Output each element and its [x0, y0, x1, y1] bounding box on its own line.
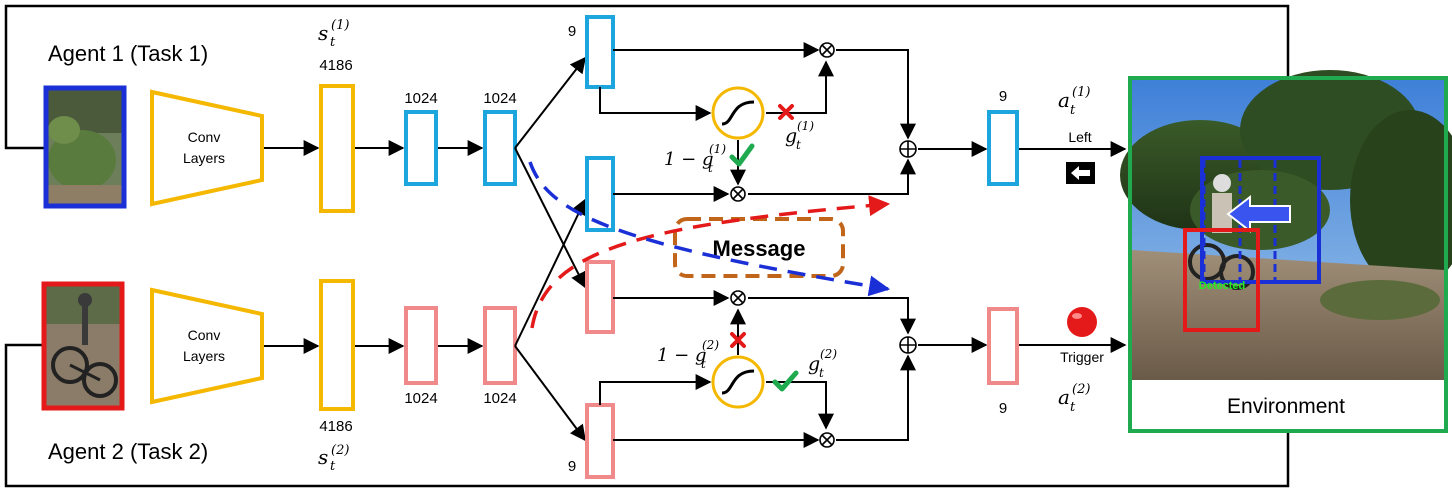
agent2-conv-line2: Layers	[183, 348, 225, 364]
agent1-fc2-dim: 1024	[483, 90, 516, 107]
multiply-node-4	[819, 432, 835, 448]
gate1-one-minus-sup: (1)	[709, 142, 726, 156]
agent1-action-label: Left	[1068, 129, 1091, 145]
fc-connectors	[355, 140, 484, 354]
gate2-one-minus-sub: t	[701, 357, 706, 371]
message-curve-red	[530, 195, 891, 329]
agent1-bbox	[1200, 156, 1321, 284]
message-label: Message	[713, 236, 806, 261]
operator-nodes	[730, 42, 917, 448]
agent2-fc1-dim: 1024	[404, 390, 437, 407]
gate2-g-sup: (2)	[820, 347, 837, 361]
agent1-action-symbol: a	[1058, 88, 1070, 112]
agent1-action-sub: t	[1070, 103, 1076, 118]
environment-label: Environment	[1227, 395, 1345, 418]
agent1-state-vector: s t (1) 4186	[318, 18, 355, 213]
multiply-node-2	[730, 186, 746, 202]
agent1-action: a t (1) Left	[1058, 85, 1095, 184]
agent2-action: Trigger a t (2)	[1058, 307, 1104, 415]
gate2-one-minus: 1 − g	[657, 345, 707, 366]
multiply-node-1	[819, 42, 835, 58]
agent2-input-image	[41, 281, 125, 411]
feedback-line-top	[4, 4, 1290, 150]
detection-text: Detected	[1199, 280, 1245, 292]
agent2-conv-line1: Conv	[188, 327, 221, 343]
feedback-line-bottom	[4, 343, 1290, 488]
agent2-action-symbol: a	[1058, 385, 1070, 409]
agent1-gate-wiring	[599, 42, 988, 202]
environment-border	[1128, 76, 1448, 433]
agent1-state-superscript: (1)	[331, 18, 349, 33]
agent2-state-symbol: s	[318, 445, 328, 469]
agent1-action-sup: (1)	[1072, 85, 1090, 100]
action-arrows	[1019, 141, 1127, 353]
environment-image	[1120, 70, 1452, 380]
agent2-output: 9	[987, 307, 1019, 417]
add-node-1	[899, 140, 917, 158]
check-icon	[772, 370, 799, 392]
add-node-2	[899, 336, 917, 354]
agent1-conv-layers: Conv Layers	[150, 89, 264, 207]
sigmoid-icon	[711, 355, 765, 409]
agent2-gate-wiring	[599, 290, 988, 448]
agent1-fc1-dim: 1024	[404, 90, 437, 107]
agent2-action-sub: t	[1070, 400, 1076, 415]
agent1-out-dim: 9	[999, 88, 1007, 105]
agent2-state-dim: 4186	[319, 418, 352, 435]
agent1-title: Agent 1 (Task 1)	[48, 41, 208, 66]
agent2-action-sup: (2)	[1072, 382, 1090, 397]
cross-icon	[778, 104, 794, 120]
input-connectors	[262, 140, 320, 354]
gate2-g-sub: t	[819, 366, 824, 380]
agent1-input-image	[43, 85, 127, 209]
gate1-g-sub: t	[796, 138, 801, 152]
agent1-fc-layers: 1024 1024	[404, 90, 517, 186]
check-icon	[729, 143, 755, 167]
left-arrow-icon	[1066, 162, 1095, 184]
gate1-g-sup: (1)	[797, 119, 814, 133]
agent1-conv-line2: Layers	[183, 150, 225, 166]
agent1-branch-bottom	[585, 156, 615, 232]
gate2-g: g	[808, 353, 820, 375]
gate1-g: g	[785, 125, 797, 147]
agent1-state-subscript: t	[330, 35, 336, 50]
agent2-state-superscript: (2)	[331, 443, 349, 458]
branch-arrows	[514, 56, 586, 442]
agent2-action-label: Trigger	[1060, 349, 1104, 365]
gate2-labels: 1 − g t (2) g t (2)	[657, 338, 837, 380]
agent2-state-subscript: t	[330, 459, 336, 474]
gate1-one-minus: 1 − g	[664, 149, 714, 170]
agent1-branch-top	[585, 15, 615, 89]
agent2-branch-dim: 9	[568, 458, 576, 475]
red-dot-icon	[1067, 307, 1097, 337]
agent2-fc2-dim: 1024	[483, 390, 516, 407]
multiply-node-3	[730, 290, 746, 306]
agent2-fc-layers: 1024 1024	[404, 306, 517, 407]
agent1-branch-dim: 9	[568, 23, 576, 40]
cross-icon	[730, 332, 746, 348]
agent2-state-vector: 4186 s t (2)	[318, 279, 355, 474]
agent2-conv-layers: Conv Layers	[150, 287, 264, 405]
agent1-state-dim: 4186	[319, 57, 352, 74]
gate1-one-minus-sub: t	[708, 161, 713, 175]
gate2-one-minus-sup: (2)	[702, 338, 719, 352]
agent2-branch-bottom	[585, 403, 615, 479]
gate1-labels: g t (1) 1 − g t (1)	[664, 119, 814, 175]
environment-panel: Detected Environment	[1120, 70, 1452, 433]
agent1-state-symbol: s	[318, 21, 328, 45]
feedback-loops	[4, 4, 1290, 488]
agent1-output: 9	[987, 88, 1019, 186]
agent2-out-dim: 9	[999, 400, 1007, 417]
sigmoid-icon	[711, 86, 765, 140]
branch-boxes: 9 9	[568, 15, 615, 479]
agent2-branch-top	[585, 260, 615, 334]
agent2-title: Agent 2 (Task 2)	[48, 439, 208, 464]
message-curve-blue	[528, 161, 891, 297]
agent1-conv-line1: Conv	[188, 129, 221, 145]
agent2-bbox	[1183, 228, 1260, 332]
